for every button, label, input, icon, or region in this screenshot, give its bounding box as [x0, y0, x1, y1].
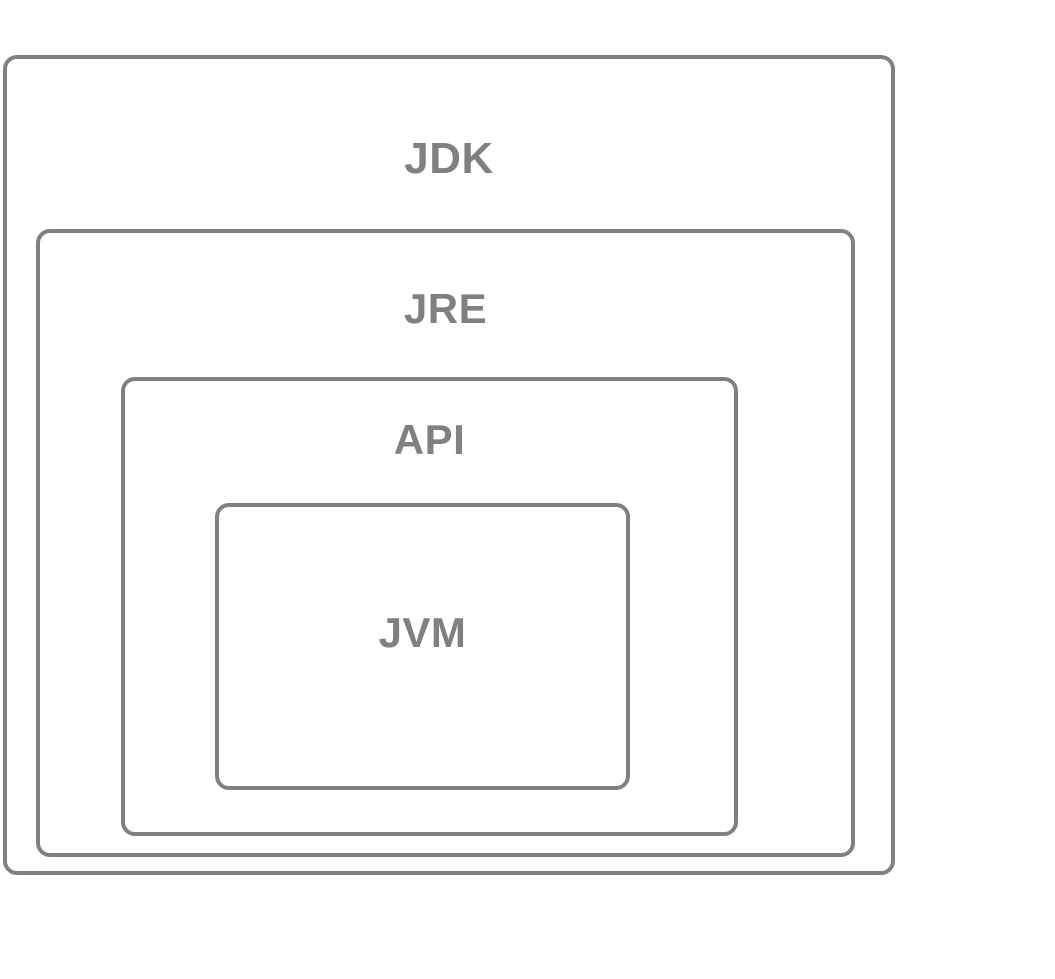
- jdk-container-box[interactable]: JDK JRE API JVM: [3, 55, 895, 875]
- jre-label: JRE: [403, 285, 488, 332]
- jre-container-box[interactable]: JRE API JVM: [36, 229, 855, 857]
- api-label: API: [393, 416, 466, 463]
- api-container-box[interactable]: API JVM: [121, 377, 738, 836]
- jvm-label: JVM: [378, 609, 467, 656]
- jdk-label: JDK: [404, 134, 494, 183]
- jvm-container-box[interactable]: JVM: [215, 503, 630, 790]
